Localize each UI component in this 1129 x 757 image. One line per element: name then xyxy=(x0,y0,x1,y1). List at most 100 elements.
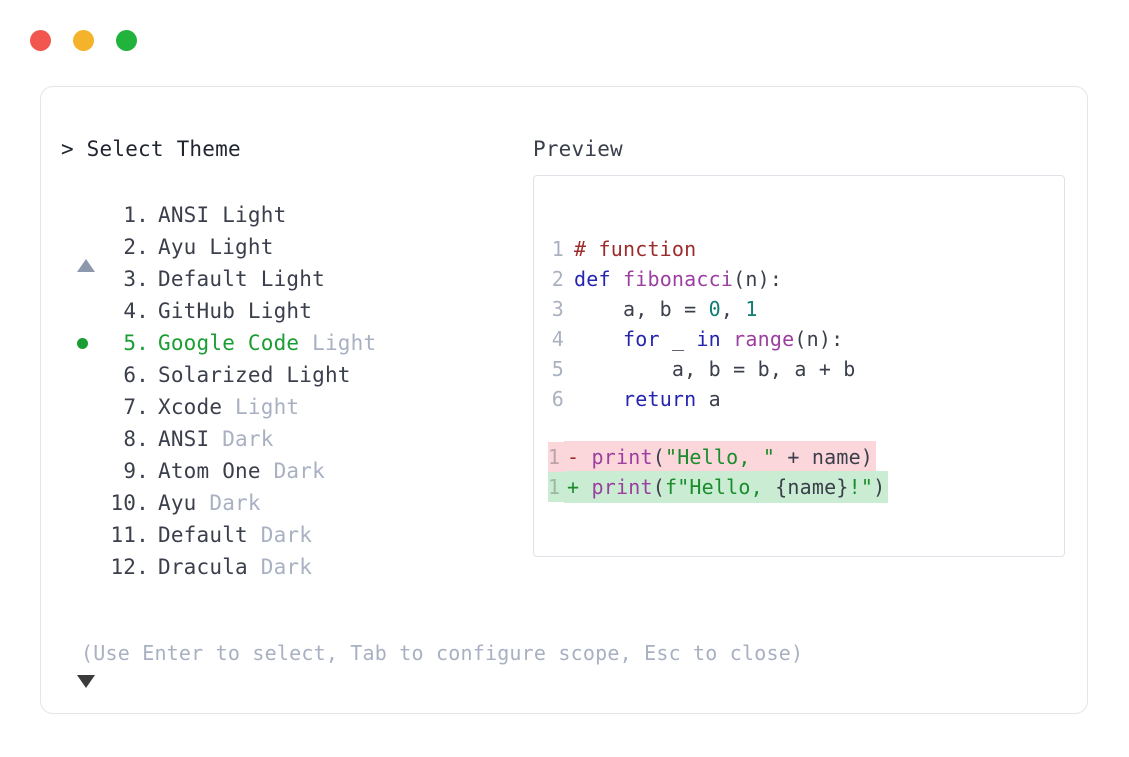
code-token: f"Hello, xyxy=(664,475,776,499)
theme-item-variant: Light xyxy=(247,267,325,291)
scroll-up-icon[interactable] xyxy=(77,259,95,272)
theme-item-index: 6. xyxy=(123,363,149,387)
maximize-icon[interactable] xyxy=(116,30,137,51)
keyboard-hint: (Use Enter to select, Tab to configure s… xyxy=(81,641,804,665)
theme-item-variant: Dark xyxy=(247,555,313,579)
theme-item-variant: Dark xyxy=(196,491,261,515)
theme-list-item[interactable]: 3. Default Light xyxy=(61,263,531,295)
code-token: in xyxy=(696,327,721,351)
theme-item-variant: Light xyxy=(273,363,351,387)
theme-item-index: 5. xyxy=(123,331,149,355)
code-token: a, b = b, a + b xyxy=(574,357,856,381)
theme-item-name: Google Code xyxy=(158,331,300,355)
diff-sign: - xyxy=(567,445,592,469)
theme-item-index: 12. xyxy=(110,555,149,579)
diff-line-content: + print(f"Hello, {name}!") xyxy=(564,471,889,503)
code-token: print xyxy=(591,475,653,499)
theme-item-name: Default xyxy=(158,267,248,291)
theme-list-item[interactable]: 12. Dracula Dark xyxy=(61,551,531,583)
code-line-content: # function xyxy=(574,234,696,264)
diff-sign: + xyxy=(567,475,592,499)
code-line: 5 a, b = b, a + b xyxy=(548,354,1058,384)
theme-item-variant: Light xyxy=(235,299,313,323)
theme-list-item[interactable]: 11. Default Dark xyxy=(61,519,531,551)
code-token: fibonacci xyxy=(622,267,734,291)
theme-item-variant: Dark xyxy=(209,427,274,451)
code-token: ( xyxy=(652,475,665,499)
code-token: _ xyxy=(659,327,697,351)
theme-item-index: 7. xyxy=(123,395,149,419)
code-token: return xyxy=(622,387,697,411)
theme-item-name: Ayu xyxy=(158,235,197,259)
theme-list-item[interactable]: 9.Atom One Dark xyxy=(61,455,531,487)
theme-item-name: Ayu xyxy=(158,491,197,515)
theme-list-item[interactable]: 2.Ayu Light xyxy=(61,231,531,263)
minimize-icon[interactable] xyxy=(73,30,94,51)
code-token: !" xyxy=(848,475,874,499)
code-line-number: 1 xyxy=(551,237,564,261)
theme-item-name: ANSI xyxy=(158,427,210,451)
code-token: , xyxy=(720,297,746,321)
theme-item-variant: Dark xyxy=(247,523,313,547)
code-token: a, b = xyxy=(574,297,709,321)
code-line-content: def fibonacci(n): xyxy=(574,264,782,294)
theme-item-name: Default xyxy=(158,523,248,547)
code-token: 1 xyxy=(745,297,758,321)
theme-item-name: Dracula xyxy=(158,555,248,579)
theme-item-variant: Light xyxy=(209,203,287,227)
theme-list-item[interactable]: 5. Google Code Light xyxy=(61,327,531,359)
theme-item-variant: Dark xyxy=(260,459,325,483)
theme-item-name: GitHub xyxy=(158,299,236,323)
theme-item-variant: Light xyxy=(222,395,300,419)
selected-bullet-icon xyxy=(76,337,88,349)
diff-line-content: - print("Hello, " + name) xyxy=(564,441,877,473)
theme-item-index: 3. xyxy=(123,267,149,291)
code-token: {name} xyxy=(775,475,849,499)
theme-item-index: 8. xyxy=(123,427,149,451)
code-token: for xyxy=(622,327,660,351)
code-line-number: 2 xyxy=(551,267,564,291)
window-traffic-lights xyxy=(30,30,137,51)
theme-list-item[interactable]: 8. ANSI Dark xyxy=(61,423,531,455)
code-line-content: a, b = b, a + b xyxy=(574,354,856,384)
code-line: 3 a, b = 0, 1 xyxy=(548,294,1058,324)
code-token: # function xyxy=(574,237,697,261)
theme-item-name: ANSI xyxy=(158,203,210,227)
theme-list-item[interactable]: 10.Ayu Dark xyxy=(61,487,531,519)
code-token: range xyxy=(733,327,795,351)
code-token xyxy=(574,327,623,351)
code-line-number: 5 xyxy=(551,357,564,381)
selection-bullet-slot xyxy=(61,337,103,349)
theme-item-index: 4. xyxy=(123,299,149,323)
code-line: 4 for _ in range(n): xyxy=(548,324,1058,354)
theme-item-index: 1. xyxy=(123,203,149,227)
theme-list-item[interactable]: 1. ANSI Light xyxy=(61,199,531,231)
theme-list-item[interactable]: 4. GitHub Light xyxy=(61,295,531,327)
scroll-down-icon[interactable] xyxy=(77,675,95,688)
prompt-label: > Select Theme xyxy=(61,137,241,161)
theme-list-item[interactable]: 7. Xcode Light xyxy=(61,391,531,423)
code-token: ( xyxy=(652,445,665,469)
theme-item-index: 2. xyxy=(123,235,149,259)
code-spacer xyxy=(548,414,1058,442)
diff-line-number: 1 xyxy=(548,472,564,502)
close-icon[interactable] xyxy=(30,30,51,51)
code-token: a xyxy=(696,387,721,411)
theme-item-index: 11. xyxy=(110,523,149,547)
theme-item-variant: Light xyxy=(299,331,377,355)
theme-item-name: Xcode xyxy=(158,395,223,419)
code-line-number: 6 xyxy=(551,387,564,411)
code-token xyxy=(721,327,733,351)
code-line-number: 4 xyxy=(551,327,564,351)
diff-removed-line: 1- print("Hello, " + name) xyxy=(548,441,1058,473)
code-line-content: return a xyxy=(574,384,721,414)
code-preview-box: 1 # function 2 def fibonacci(n):3 a, b = 0,… xyxy=(533,175,1065,557)
theme-list-item[interactable]: 6.Solarized Light xyxy=(61,359,531,391)
theme-item-name: Atom One xyxy=(158,459,261,483)
code-token: ) xyxy=(873,475,886,499)
